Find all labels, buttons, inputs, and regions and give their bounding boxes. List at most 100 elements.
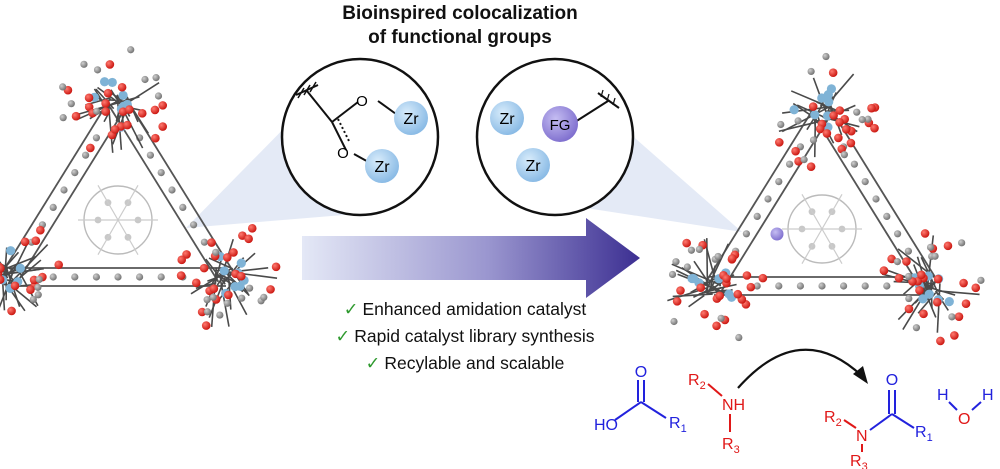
carbon-atom [672,258,680,266]
zr-atom [99,77,110,87]
oxygen-atom [917,270,926,280]
carboxylic-acid: O HO R1 [594,364,687,435]
oxygen-atom [151,133,160,143]
zr-atom [824,97,834,107]
carbon-atom [80,60,88,68]
carbon-atom [861,178,869,186]
amide-product: R2 N R3 O R1 [824,372,933,469]
carbon-atom [931,252,939,260]
carbon-atom [904,247,913,255]
carbon-atom [893,258,902,266]
carbon-atom [146,151,154,159]
inset-left-oxygen-2: O [337,145,349,162]
carbon-atom [764,195,772,203]
oxygen-atom [870,123,879,133]
carbon-atom [59,114,67,122]
functional-group-atom [770,227,784,241]
zr-atom [6,246,16,256]
oxygen-atom [879,266,889,275]
oxygen-atom [715,291,724,301]
acid-hydroxyl-label: HO [594,417,618,434]
oxygen-atom [834,133,843,143]
inset-left-oxygen-1: O [356,93,368,110]
oxygen-atom [86,143,95,153]
oxygen-atom [676,286,685,295]
carbon-atom [977,276,985,284]
carbon-atom [883,282,891,290]
carbon-atom [127,46,135,54]
oxygen-atom [244,234,253,244]
zr-atom [687,273,697,284]
oxygen-atom [828,68,838,77]
oxygen-atom [894,273,904,283]
carbon-atom [775,282,783,290]
oxygen-atom [728,254,737,263]
carbon-atom [840,282,848,290]
carbon-atom [818,282,826,290]
zr-label: Zr [403,111,419,128]
acid-oxygen-label: O [635,364,647,381]
carbon-atom [840,151,848,159]
carbon-atom [59,83,67,91]
zr-atom [924,289,934,299]
oxygen-atom [971,283,981,293]
oxygen-atom [176,271,186,280]
carbon-atom [809,136,818,144]
oxygen-atom [829,111,838,120]
acid-r1-label: R1 [669,415,687,435]
carbon-atom [753,212,761,220]
carbon-atom [203,296,211,304]
zr-atom [944,297,954,307]
carbon-atom [260,293,268,301]
oxygen-atom [904,304,914,314]
carbon-atom [49,273,57,281]
carbon-atom [71,169,79,177]
carbon-atom [209,293,217,301]
inset-right: Zr Zr FG [475,57,635,217]
carbon-atom [200,238,208,246]
oxygen-atom [902,257,911,266]
feature-item: ✓Recylable and scalable [365,353,565,373]
zr-ball [365,149,399,183]
carbon-atom [92,134,100,142]
oxygen-atom [712,321,721,331]
oxygen-atom [758,273,768,283]
oxygen-atom [26,285,35,294]
oxygen-atom [0,275,5,284]
check-icon: ✓ [365,353,381,373]
carbon-atom [853,108,861,116]
carbon-atom [861,282,869,290]
oxygen-atom [110,125,120,134]
carbon-atom [93,66,102,74]
carbon-atom [212,248,220,256]
carbon-atom [872,195,880,203]
water-h1-label: H [937,387,949,404]
carbon-atom [92,273,100,281]
oxygen-atom [158,101,168,110]
amide-r1-label: R1 [915,424,933,444]
amide-oxygen-label: O [886,372,898,389]
mof-structure-left [0,46,281,330]
zr-label: Zr [499,111,515,128]
oxygen-atom [933,274,943,284]
amide-nitrogen-label: N [856,428,868,445]
mof-structure-right [667,52,985,346]
zr-atom [918,294,928,304]
zr-atom [810,110,820,120]
oxygen-atom [197,307,207,317]
carbon-atom [668,270,677,279]
zr-ball [516,148,550,182]
carbon-atom [850,160,859,168]
oxygen-atom [943,241,953,251]
amine-r2-label: R2 [688,372,706,392]
carbon-atom [152,74,160,82]
carbon-atom [49,203,57,211]
oxygen-atom [961,299,971,309]
oxygen-atom [247,224,257,233]
zr-label: Zr [525,158,541,175]
carbon-atom [141,75,149,84]
amine: R2 NH R3 [688,372,745,456]
oxygen-atom [733,289,743,299]
oxygen-atom [682,238,691,248]
